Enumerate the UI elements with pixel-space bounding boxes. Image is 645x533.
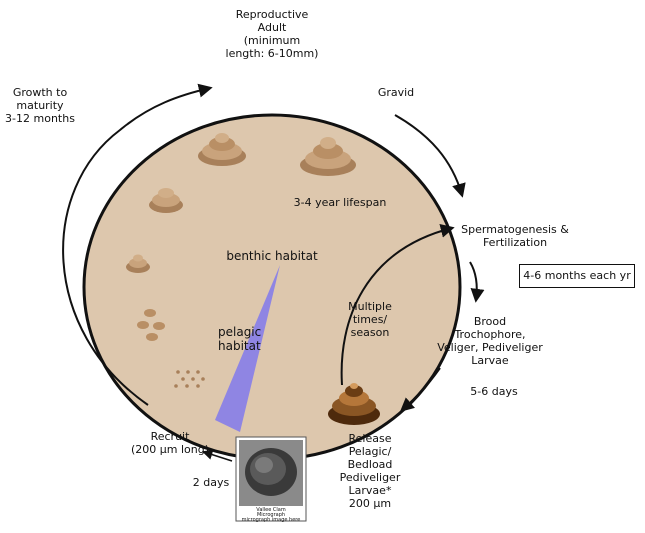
label-2-days: 2 days: [186, 476, 236, 489]
label-5-6-days: 5-6 days: [464, 385, 524, 398]
arrow-spermatogenesis-to-brood: [470, 262, 477, 300]
label-lifespan: 3-4 year lifespan: [290, 196, 390, 209]
label-pelagic-habitat: pelagic habitat: [218, 325, 288, 353]
micrograph-caption: Vallee Clam Micrograph micrograph image …: [238, 508, 304, 523]
label-multiple-times: Multiple times/ season: [340, 300, 400, 339]
label-gravid: Gravid: [366, 86, 426, 99]
box-months-each-year: 4-6 months each yr: [519, 264, 635, 288]
label-brood: Brood Trochophore, Veliger, Pediveliger …: [425, 315, 555, 367]
label-growth-to-maturity: Growth to maturity 3-12 months: [4, 86, 76, 125]
label-release: Release Pelagic/ Bedload Pediveliger Lar…: [325, 432, 415, 510]
label-spermatogenesis: Spermatogenesis & Fertilization: [455, 223, 575, 249]
label-benthic-habitat: benthic habitat: [222, 250, 322, 263]
label-reproductive-adult: Reproductive Adult (minimum length: 6-10…: [222, 8, 322, 60]
label-recruit: Recruit (200 µm long): [118, 430, 222, 456]
